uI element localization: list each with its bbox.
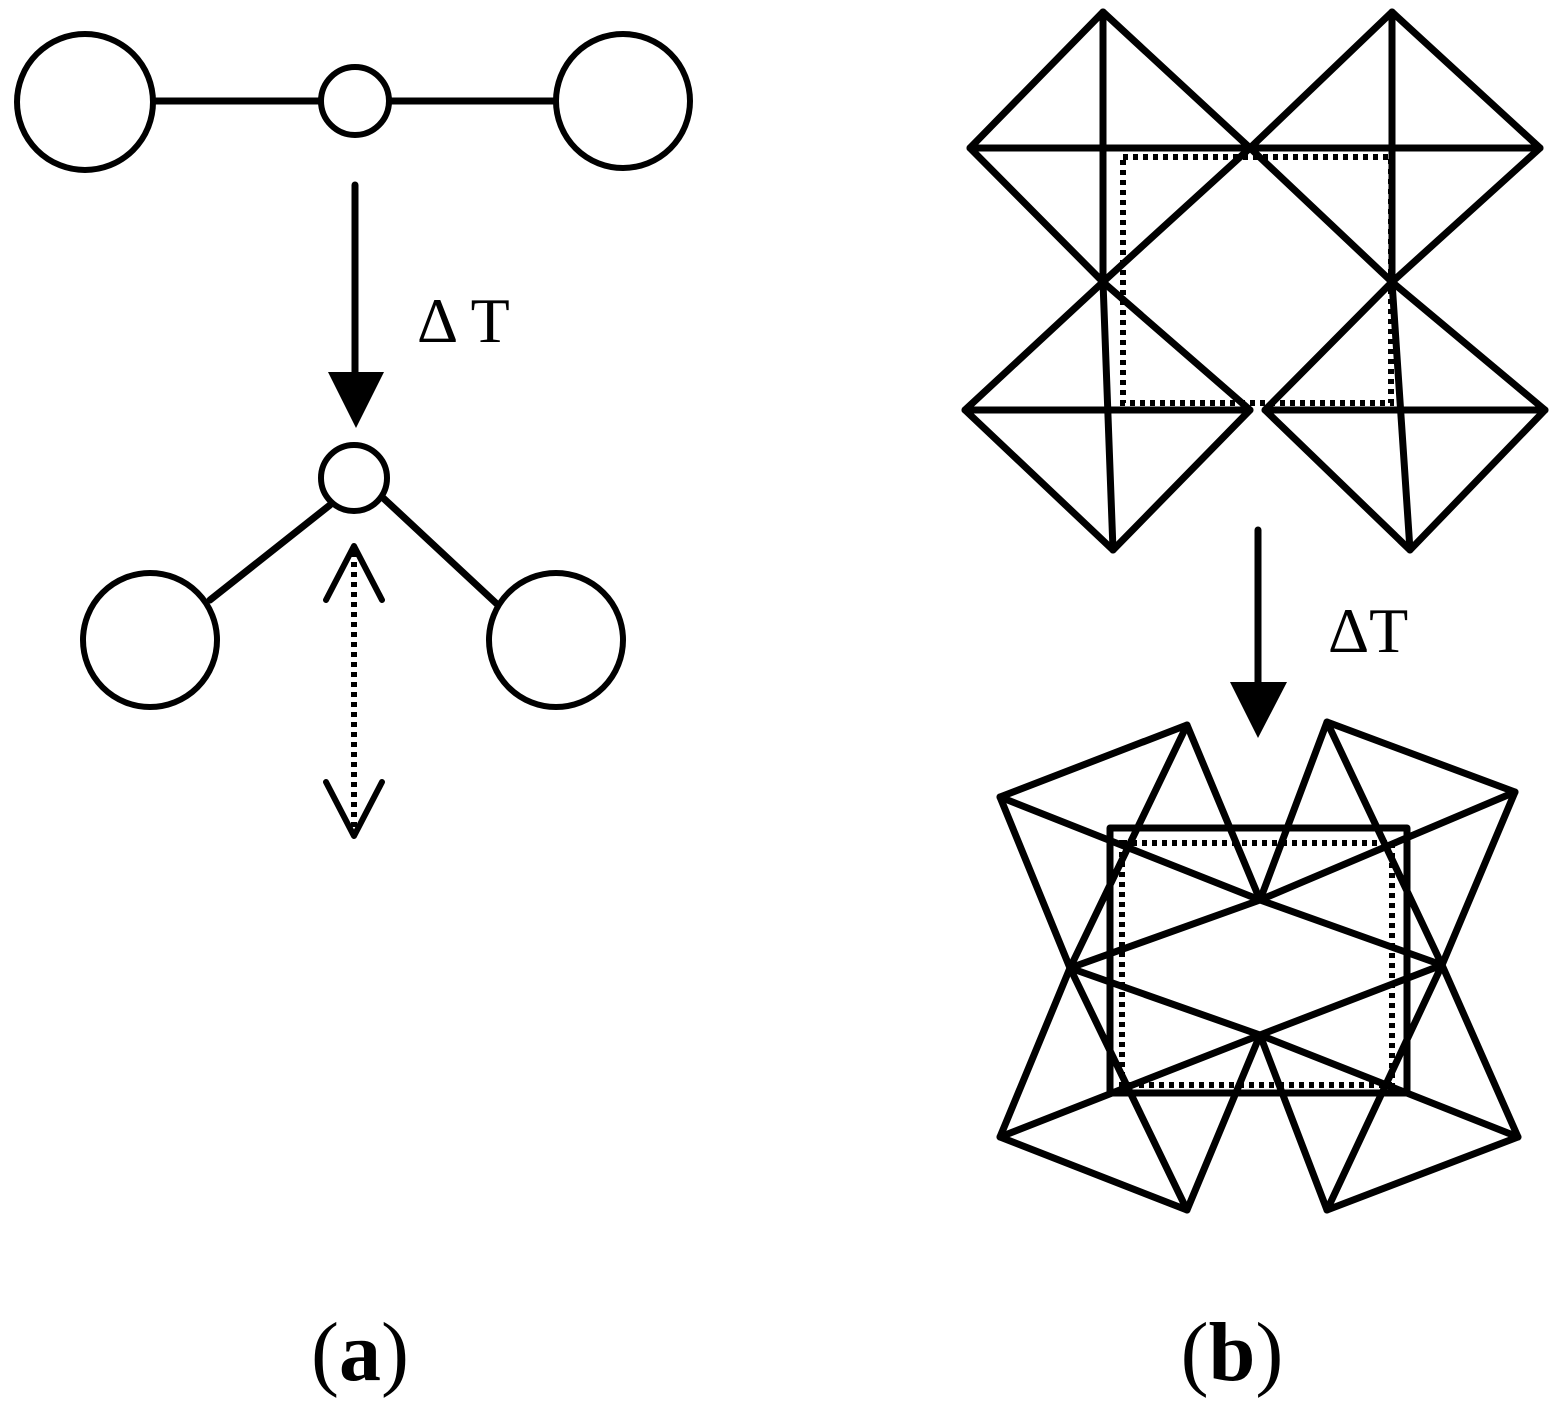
panel-b: ΔT xyxy=(961,8,1549,1399)
panel-b-caption: (b) xyxy=(1181,1306,1284,1399)
unit-cell-solid-after xyxy=(1106,824,1411,1097)
bent-bond-left xyxy=(206,501,334,604)
octahedron-tilted-top-left xyxy=(996,721,1264,972)
bent-bond-configuration xyxy=(80,442,626,710)
linear-large-atom-left xyxy=(14,31,156,173)
bent-large-atom-left xyxy=(80,570,220,710)
delta-t-label-a: Δ T xyxy=(417,285,510,356)
linear-bond-configuration xyxy=(14,31,693,173)
octahedron-bottom-left xyxy=(961,278,1254,554)
octahedron-tilted-bottom-left xyxy=(996,964,1264,1214)
octahedron-tilted-bottom-right xyxy=(1256,961,1522,1214)
octahedron-tilted-top-right xyxy=(1256,718,1519,969)
octahedron-top-right xyxy=(1246,8,1544,286)
heating-arrow-a xyxy=(328,181,384,428)
delta-t-label-b: ΔT xyxy=(1328,595,1408,666)
octahedron-bottom-right xyxy=(1261,278,1549,554)
vibration-head-down xyxy=(323,779,385,839)
vibration-head-up xyxy=(323,543,385,603)
arrow-head xyxy=(1230,682,1287,738)
heating-arrow-b xyxy=(1230,526,1287,738)
octahedron-top-left xyxy=(966,8,1254,286)
arrow-head xyxy=(328,372,384,428)
linear-large-atom-right xyxy=(553,31,693,171)
panel-a-caption: (a) xyxy=(311,1306,409,1399)
unit-cell-dotted-after xyxy=(1119,840,1395,1088)
unit-cell-before xyxy=(1120,154,1394,406)
octahedra-network-before xyxy=(961,8,1549,554)
bent-large-atom-right xyxy=(486,570,626,710)
octahedra-network-after xyxy=(996,718,1522,1214)
bent-small-atom-top xyxy=(318,442,390,514)
linear-small-atom-center xyxy=(318,64,392,138)
panel-a: Δ T (a) xyxy=(14,31,693,1399)
bent-bond-right xyxy=(376,491,502,609)
transverse-vibration-arrow xyxy=(323,543,385,839)
